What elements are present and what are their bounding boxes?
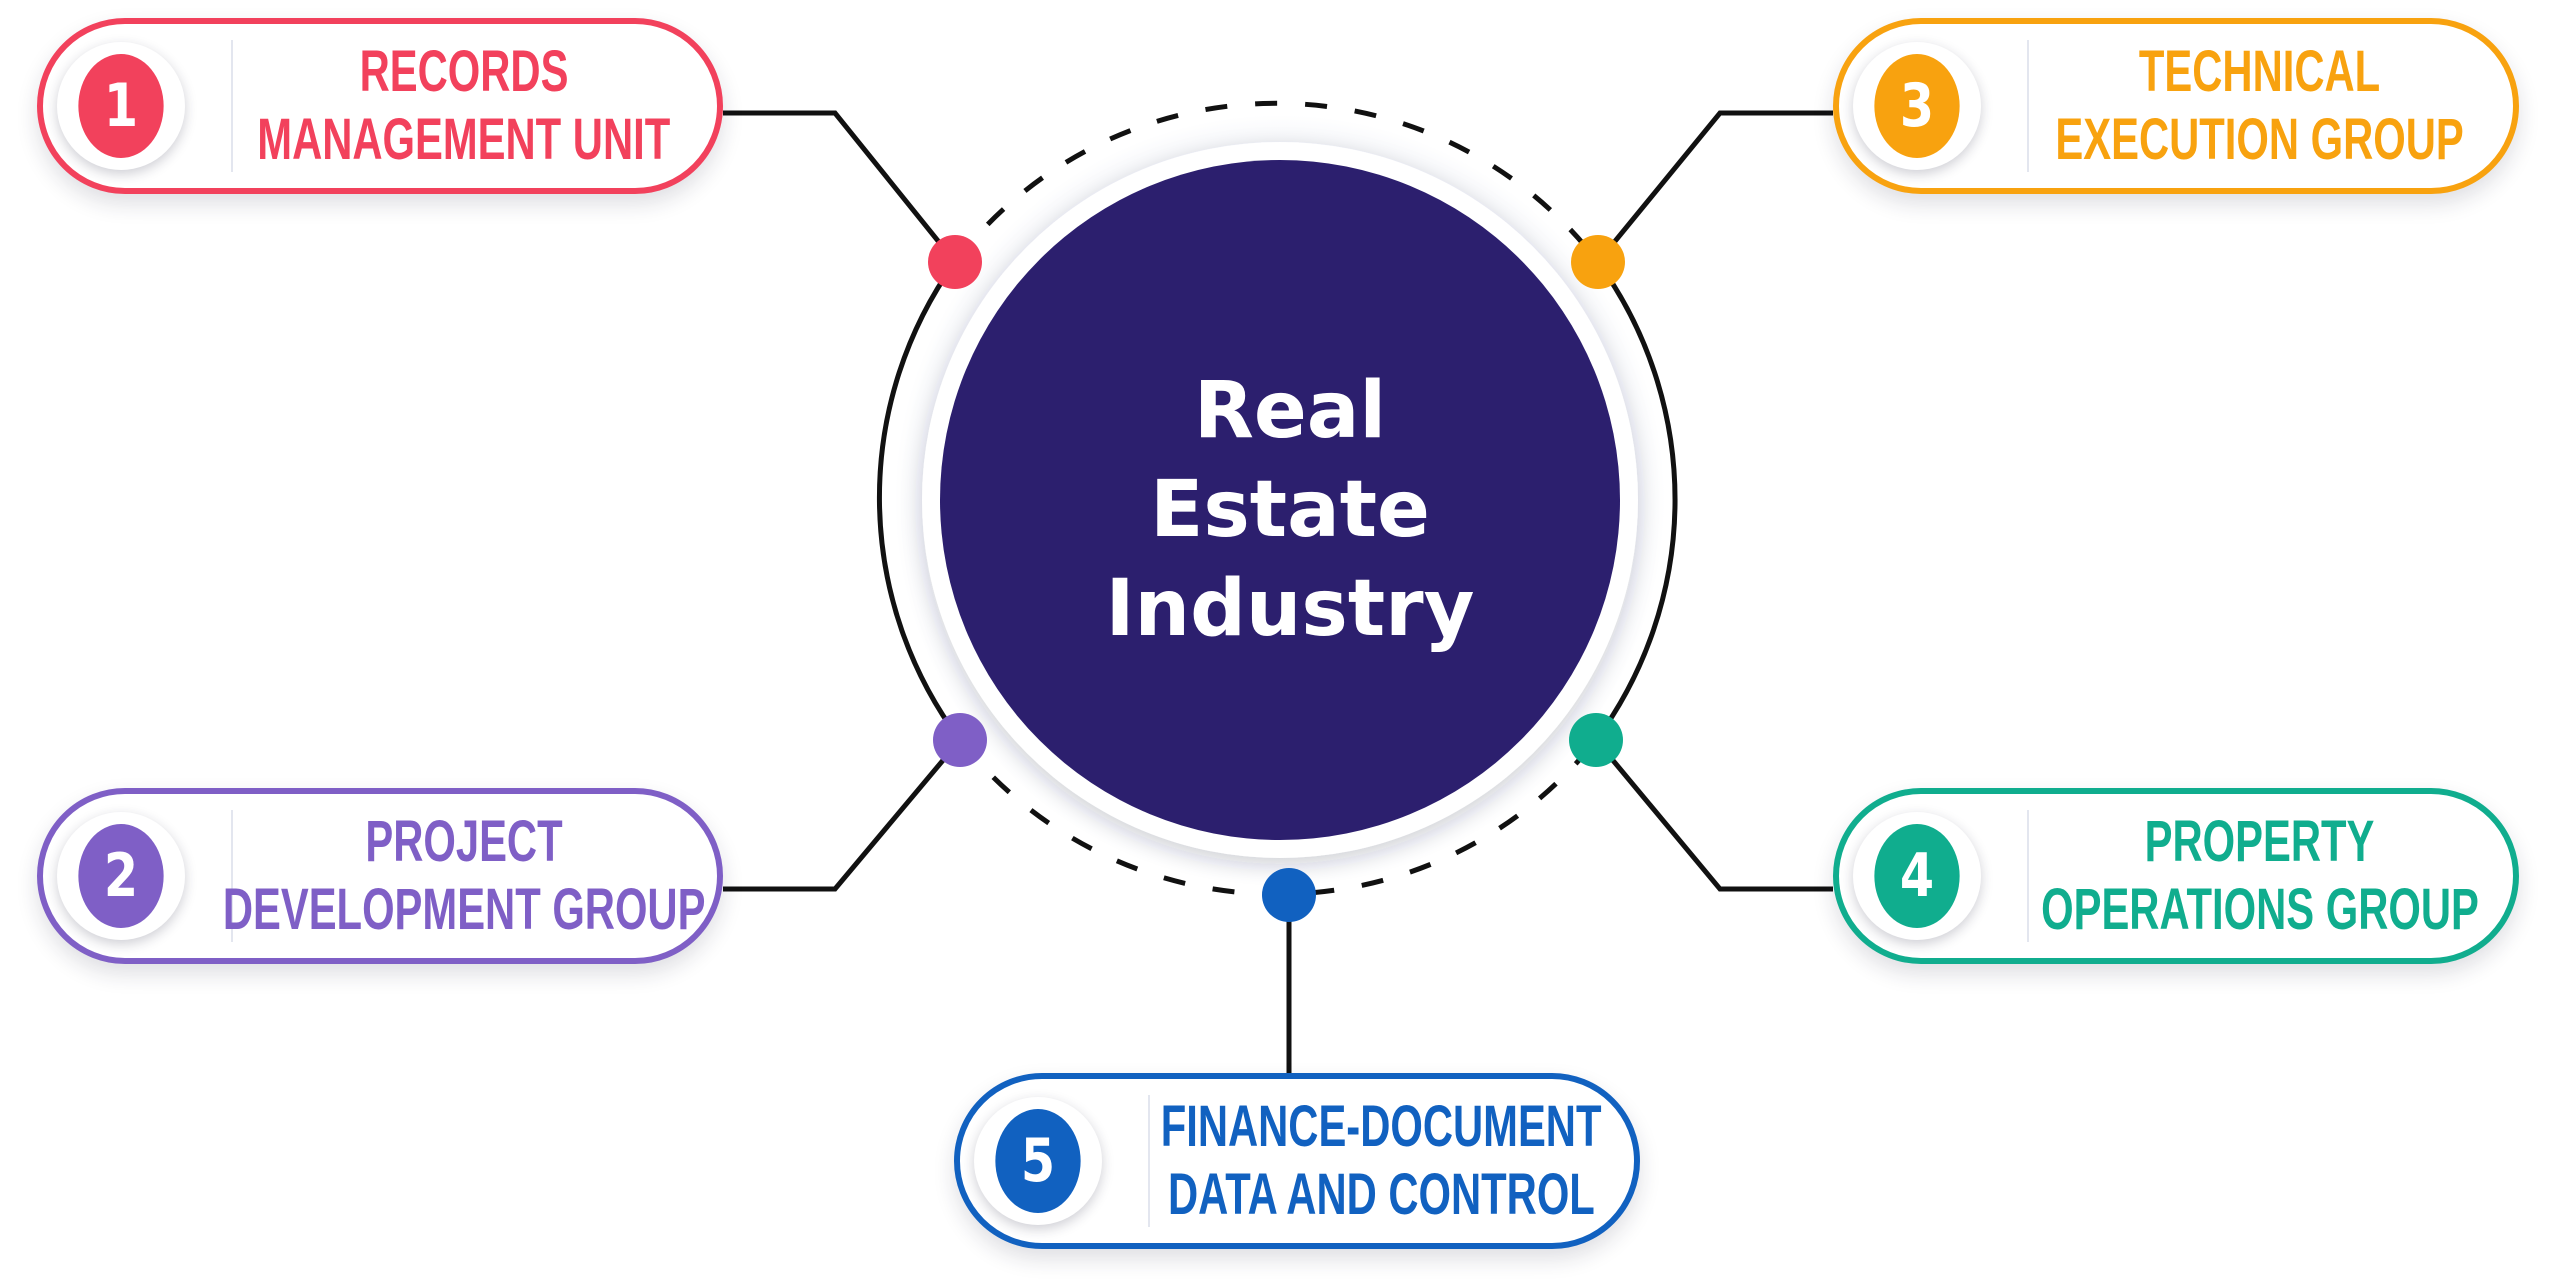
ring-solid-right xyxy=(1593,260,1678,742)
badge-halo: 2 xyxy=(57,812,185,940)
group-card-property: 4 PROPERTY OPERATIONS GROUP xyxy=(1833,788,2519,964)
badge-halo: 3 xyxy=(1853,42,1981,170)
card-divider xyxy=(231,810,233,942)
group-label-line-2: DATA AND CONTROL xyxy=(1167,1162,1595,1227)
group-label-records: RECORDS MANAGEMENT UNIT xyxy=(241,24,687,188)
badge-halo: 5 xyxy=(974,1097,1102,1225)
group-label-line-1: TECHNICAL xyxy=(2139,39,2381,104)
group-label-line-2: MANAGEMENT UNIT xyxy=(257,107,671,172)
card-divider xyxy=(231,40,233,172)
group-label-technical: TECHNICAL EXECUTION GROUP xyxy=(2037,24,2483,188)
dot-technical xyxy=(1571,235,1625,289)
ring-solid-left xyxy=(876,260,963,742)
number-badge-2: 2 xyxy=(78,824,164,928)
badge-halo: 4 xyxy=(1853,812,1981,940)
connection-dots xyxy=(928,235,1625,922)
center-title-line-1: Real xyxy=(1193,365,1387,456)
group-label-line-2: OPERATIONS GROUP xyxy=(2041,877,2479,942)
card-divider xyxy=(2027,810,2029,942)
group-label-line-2: EXECUTION GROUP xyxy=(2055,107,2465,172)
card-divider xyxy=(2027,40,2029,172)
connector-technical xyxy=(1596,110,1833,264)
connector-property xyxy=(1594,738,1833,892)
group-label-line-1: RECORDS xyxy=(359,39,569,104)
connector-project xyxy=(723,738,962,892)
group-label-line-1: PROJECT xyxy=(365,809,563,874)
connector-lines xyxy=(723,110,1833,1073)
group-label-line-2: DEVELOPMENT GROUP xyxy=(222,877,706,942)
group-label-project: PROJECT DEVELOPMENT GROUP xyxy=(223,794,706,958)
dot-records xyxy=(928,235,982,289)
group-label-line-1: PROPERTY xyxy=(2145,809,2375,874)
connector-records xyxy=(723,110,957,264)
number-badge-4: 4 xyxy=(1874,824,1960,928)
center-title-line-2: Estate xyxy=(1150,464,1430,555)
group-label-finance: FINANCE-DOCUMENT DATA AND CONTROL xyxy=(1158,1079,1604,1243)
center-title: Real Estate Industry xyxy=(1030,350,1550,670)
group-card-finance: 5 FINANCE-DOCUMENT DATA AND CONTROL xyxy=(954,1073,1640,1249)
center-title-line-3: Industry xyxy=(1105,563,1475,654)
number-badge-3: 3 xyxy=(1874,54,1960,158)
dot-project xyxy=(933,713,987,767)
group-card-project: 2 PROJECT DEVELOPMENT GROUP xyxy=(37,788,723,964)
group-card-technical: 3 TECHNICAL EXECUTION GROUP xyxy=(1833,18,2519,194)
group-card-records: 1 RECORDS MANAGEMENT UNIT xyxy=(37,18,723,194)
badge-halo: 1 xyxy=(57,42,185,170)
group-label-line-1: FINANCE-DOCUMENT xyxy=(1160,1094,1602,1159)
dot-finance xyxy=(1262,868,1316,922)
group-label-property: PROPERTY OPERATIONS GROUP xyxy=(2037,794,2483,958)
ring-dashed-top xyxy=(953,100,1600,264)
center-disc xyxy=(940,160,1620,840)
card-divider xyxy=(1148,1095,1150,1227)
dot-property xyxy=(1569,713,1623,767)
number-badge-5: 5 xyxy=(995,1109,1081,1213)
number-badge-1: 1 xyxy=(78,54,164,158)
